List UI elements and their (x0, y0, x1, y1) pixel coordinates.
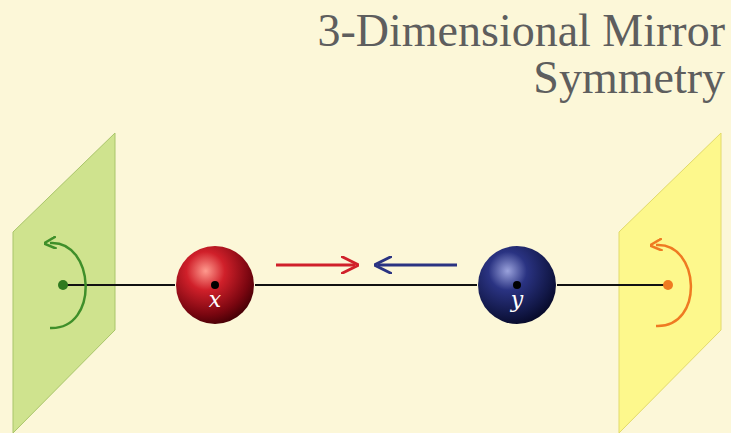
variable-label: x (209, 259, 221, 311)
axis-line (557, 284, 668, 286)
fixed-point (663, 280, 673, 290)
variable-label: y (511, 259, 523, 311)
sphere (477, 245, 557, 325)
fixed-point (58, 280, 68, 290)
axis-line (63, 284, 175, 286)
sphere-node: x (175, 245, 255, 325)
rotation-arrow (656, 245, 691, 326)
rotation-arrow (50, 243, 86, 328)
right-plane (619, 133, 721, 433)
blue-arrow (378, 264, 457, 267)
axis-line (255, 284, 477, 286)
left-plane (13, 133, 115, 433)
sphere (175, 245, 255, 325)
sphere-node: y (477, 245, 557, 325)
title: 3-Dimensional Mirror Symmetry (305, 8, 725, 102)
sphere-body (176, 246, 254, 324)
red-arrow (276, 264, 355, 267)
sphere-body (478, 246, 556, 324)
